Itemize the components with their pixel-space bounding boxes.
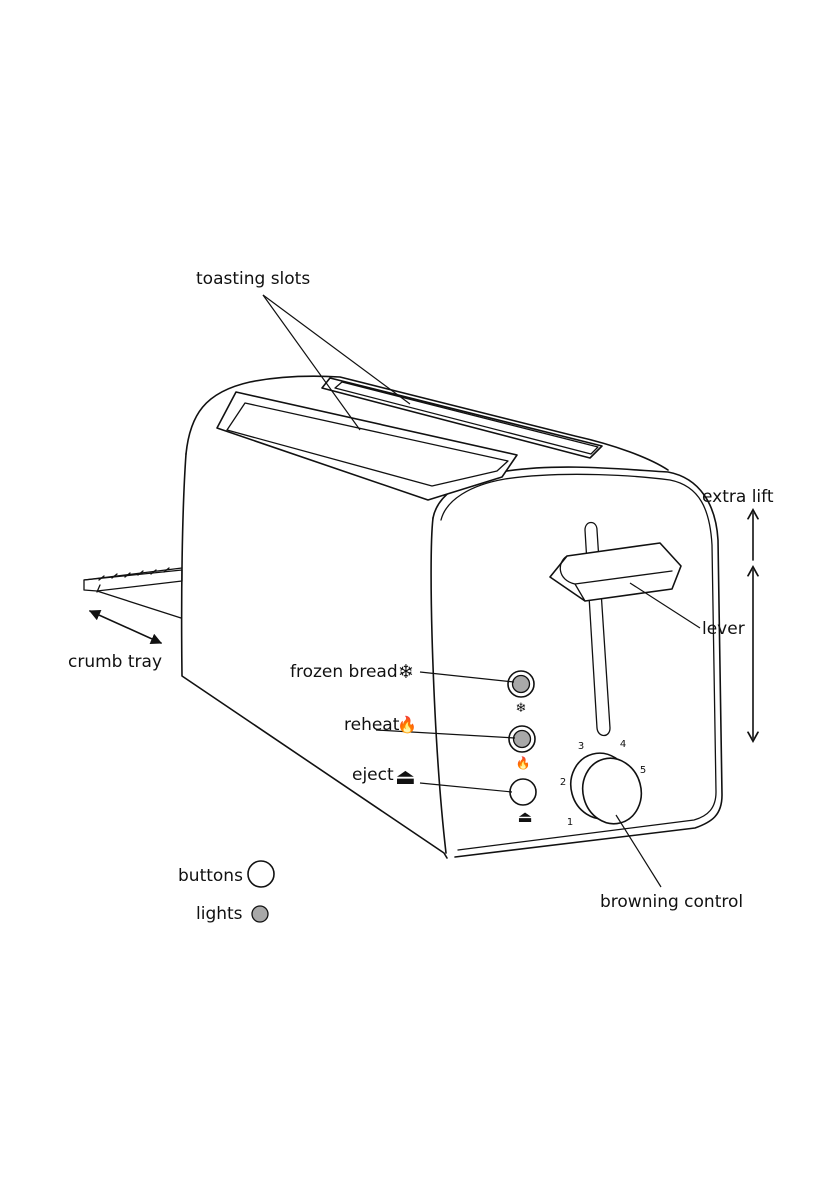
callouts: toasting slots extra lift lever crumb tr… <box>68 269 774 912</box>
legend-light-swatch <box>252 906 268 922</box>
dial-setting-1: 1 <box>567 817 573 828</box>
legend-buttons-label: buttons <box>178 866 243 886</box>
frozen-bread-light <box>513 676 530 693</box>
dial-setting-2: 2 <box>560 777 566 788</box>
eject-button[interactable] <box>510 779 536 805</box>
dial-setting-4: 4 <box>620 739 626 750</box>
label-eject: eject <box>352 765 394 785</box>
label-lever: lever <box>702 619 745 639</box>
frozen-icon-small: ❄ <box>516 701 527 716</box>
dial-setting-3: 3 <box>578 741 584 752</box>
legend-button-swatch <box>248 861 274 887</box>
label-browning-control: browning control <box>600 892 743 912</box>
crumb-tray <box>84 568 182 618</box>
legend-lights-label: lights <box>196 904 243 924</box>
label-reheat: reheat <box>344 715 400 735</box>
lever-assembly <box>550 523 681 736</box>
reheat-light <box>514 731 531 748</box>
eject-icon-small: ⏏ <box>517 807 532 826</box>
reheat-icon: 🔥 <box>397 715 417 734</box>
label-extra-lift: extra lift <box>702 487 774 507</box>
reheat-icon-small: 🔥 <box>516 756 531 770</box>
label-crumb-tray: crumb tray <box>68 652 162 672</box>
toasting-slots <box>217 378 602 500</box>
legend: buttons lights <box>178 861 274 924</box>
label-frozen-bread: frozen bread <box>290 662 398 682</box>
control-panel: ❄ 🔥 ⏏ <box>508 671 536 826</box>
browning-dial[interactable]: 1 2 3 4 5 <box>560 739 649 830</box>
label-toasting-slots: toasting slots <box>196 269 310 289</box>
crumb-tray-arrow <box>90 611 161 643</box>
frozen-icon: ❄ <box>398 661 414 683</box>
eject-icon: ⏏ <box>395 765 416 790</box>
dial-setting-5: 5 <box>640 765 646 776</box>
